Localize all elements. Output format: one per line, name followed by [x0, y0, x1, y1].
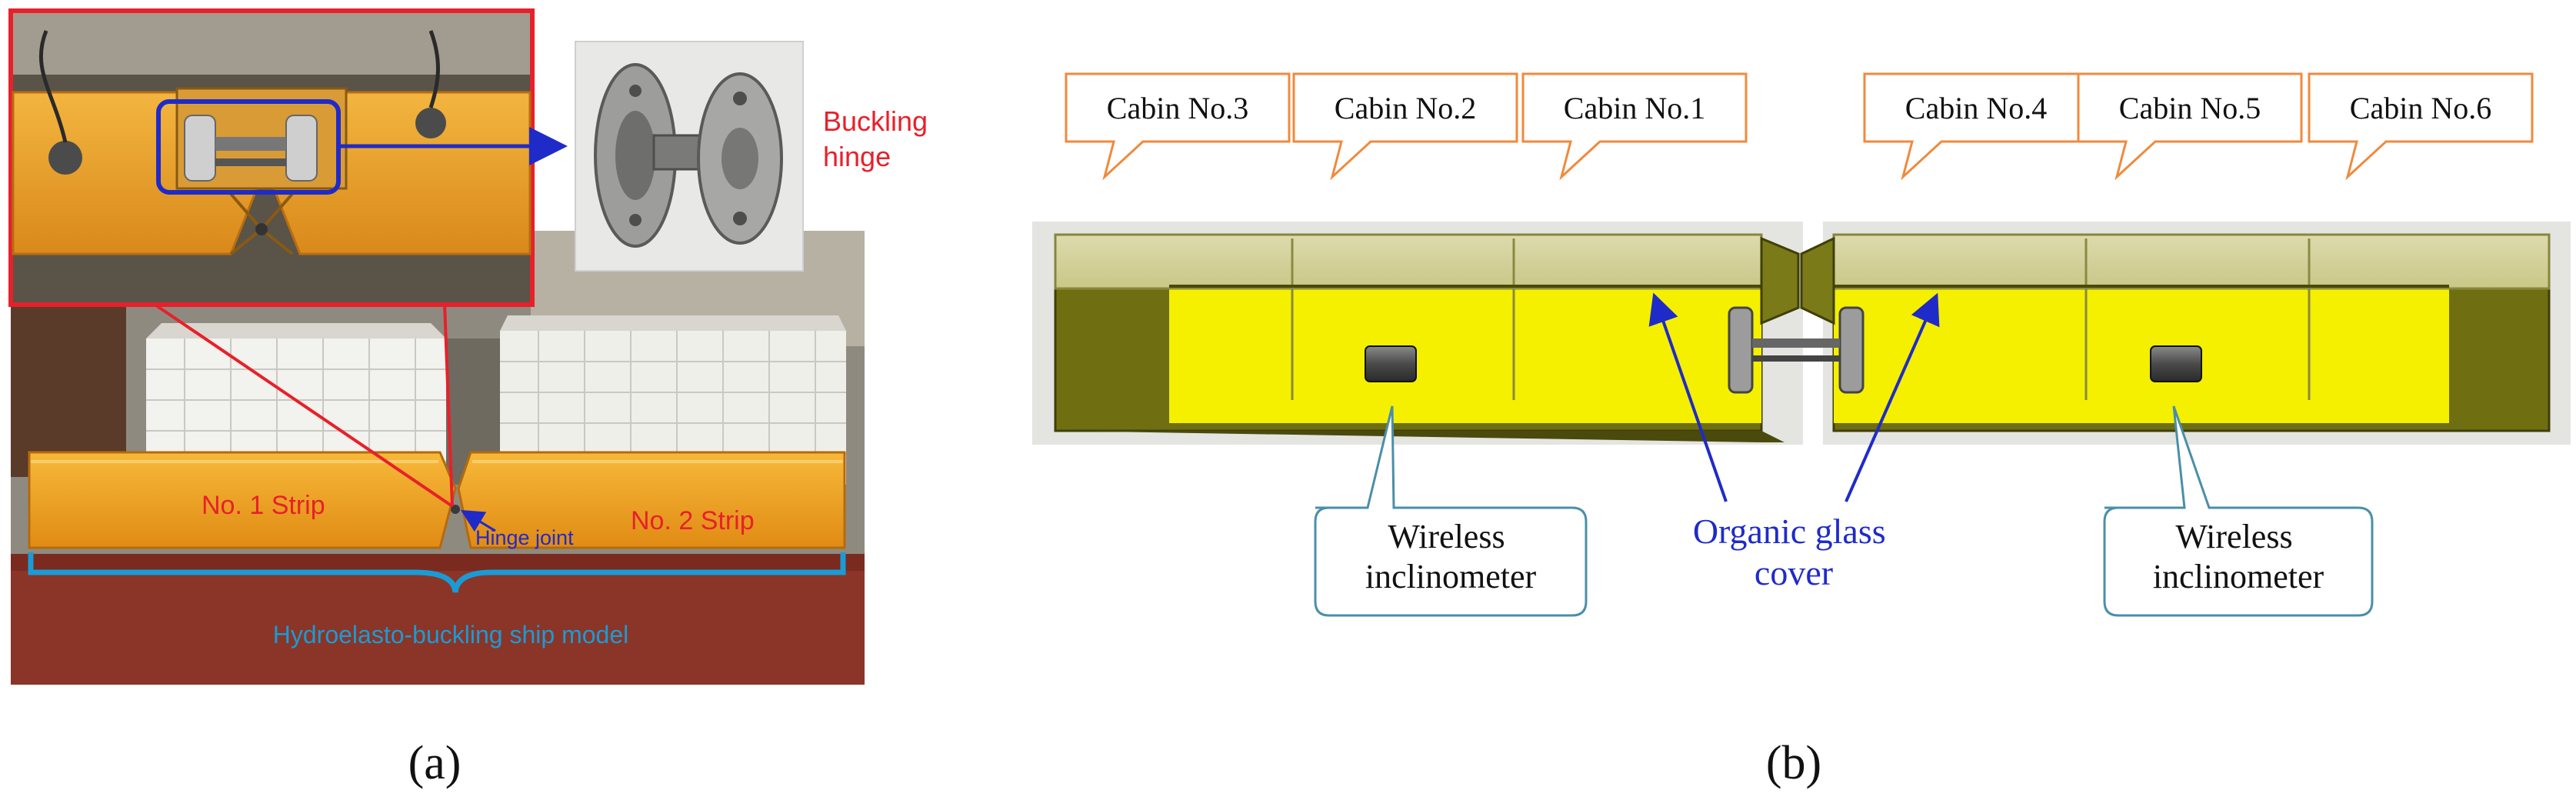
- panel-a-photo: No. 1 Strip No. 2 Strip Hinge joint Hydr…: [11, 231, 865, 685]
- glass-arrow-left: [1648, 292, 1728, 502]
- caption-b: (b): [1766, 737, 1821, 789]
- hinge-point: [451, 505, 460, 514]
- hull-right: [1832, 233, 2551, 432]
- inclinometer-left-device: [1365, 345, 1417, 382]
- cabin-label: Cabin No.2: [1335, 91, 1476, 125]
- cabin-callout-box: [1292, 72, 1518, 181]
- ship-model: [28, 451, 846, 549]
- glass-cover-right: [1832, 233, 2551, 290]
- strip-1-label: No. 1 Strip: [202, 491, 325, 520]
- cabin-label: Cabin No.3: [1107, 91, 1248, 125]
- lab-dark-corner: [11, 300, 126, 477]
- zoom-inset: [8, 8, 568, 307]
- table-top: [11, 554, 865, 571]
- inclinometer-right-label: Wireless inclinometer: [2153, 518, 2324, 595]
- model-label: Hydroelasto-buckling ship model: [273, 621, 628, 649]
- strip-2-hull: [457, 451, 846, 549]
- cabin-label: Cabin No.6: [2350, 91, 2491, 125]
- cabin-label: Cabin No.4: [1905, 91, 2047, 125]
- cabin-callout-box: [1863, 72, 2089, 181]
- cabin-callout-box: [1065, 72, 1291, 181]
- model-bracket: [28, 552, 846, 593]
- inclinometer-right-device: [2150, 345, 2202, 382]
- glass-cover-label: Organic glass cover: [1693, 512, 1895, 592]
- table-front: [11, 571, 865, 685]
- panel-b-schematic: Cabin No.3 Cabin No.2 Cabin No.1 Cabin No.4…: [1032, 72, 2571, 617]
- glass-arrow-right: [1845, 292, 1940, 502]
- hinge-joint-label: Hinge joint: [475, 526, 574, 549]
- cabin-callouts: Cabin No.3 Cabin No.2 Cabin No.1 Cabin No.4…: [1065, 72, 2534, 181]
- inclinometer-right-callout: [2103, 405, 2374, 617]
- hull-left: [1054, 233, 1785, 442]
- hinge-joint-arrow: [460, 509, 496, 532]
- buckling-hinge-photo: [575, 41, 804, 272]
- center-hinge: [1728, 236, 1865, 394]
- inclinometer-left-label: Wireless inclinometer: [1365, 518, 1537, 595]
- cabin-callout-box: [2077, 72, 2303, 181]
- strip-2-label: No. 2 Strip: [631, 506, 755, 535]
- zoom-frame: [152, 302, 454, 508]
- caption-a: (a): [408, 737, 462, 789]
- glass-cover-left: [1054, 233, 1763, 290]
- cabin-label: Cabin No.1: [1564, 91, 1705, 125]
- cabin-label: Cabin No.5: [2119, 91, 2261, 125]
- buckling-hinge-label: Buckling hinge: [823, 105, 935, 172]
- cabin-callout-box: [2308, 72, 2534, 181]
- cabin-callout-box: [1521, 72, 1748, 181]
- inclinometer-left-callout: [1314, 405, 1588, 617]
